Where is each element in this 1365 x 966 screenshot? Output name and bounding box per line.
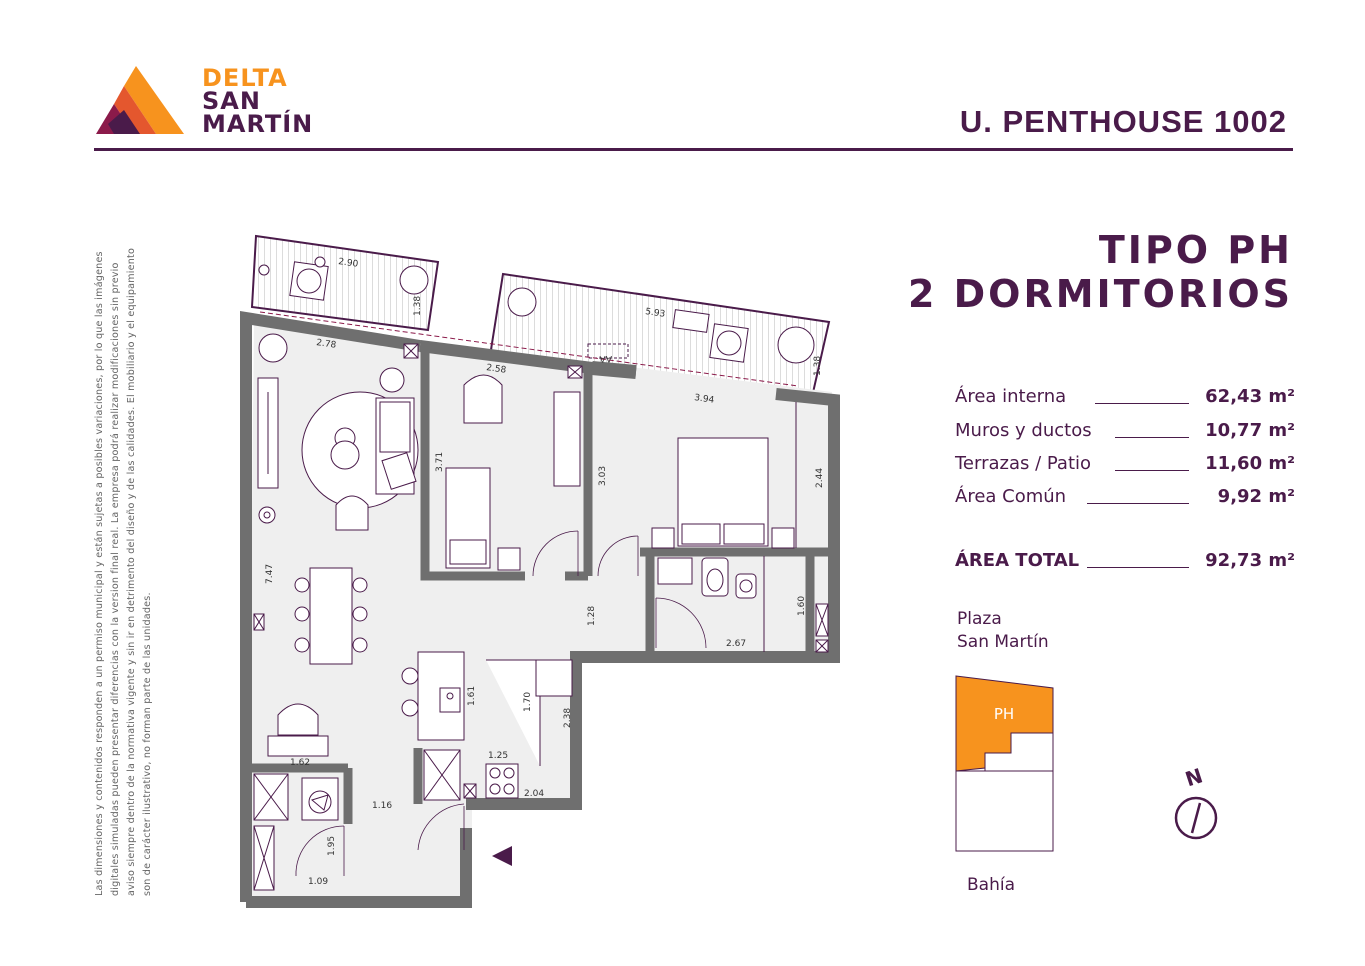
entry-arrow-icon <box>492 846 512 866</box>
dim-2-67: 2.67 <box>726 639 746 649</box>
brand-logo: DELTA SAN MARTÍN <box>94 64 324 139</box>
dim-5-93: 5.93 <box>645 307 666 320</box>
dim-1-61: 1.61 <box>467 686 477 706</box>
disclaimer-block: Las dimensiones y contenidos responden a… <box>92 236 162 896</box>
unit-title: U. PENTHOUSE 1002 <box>959 104 1287 139</box>
dim-7-47: 7.47 <box>265 564 275 584</box>
brand-line-martin: MARTÍN <box>202 110 314 138</box>
area-total-label: ÁREA TOTAL <box>955 550 1080 571</box>
dim-1-16: 1.16 <box>372 801 392 811</box>
brand-line-delta: DELTA <box>202 64 288 92</box>
dim-3-94: 3.94 <box>694 393 716 406</box>
header-divider <box>94 148 1293 151</box>
key-plan-unit-label: PH <box>994 705 1014 723</box>
dim-1-09: 1.09 <box>308 877 328 887</box>
dim-1-62: 1.62 <box>290 758 310 768</box>
area-label: Terrazas / Patio <box>955 453 1092 474</box>
dim-1-38-left: 1.38 <box>413 296 423 316</box>
plaza-line-1: Plaza <box>957 609 1002 629</box>
dim-2-78: 2.78 <box>316 338 338 351</box>
floor-plan: 2.90 1.38 5.93 1.38 2.78 2.58 3.94 2.44 … <box>240 234 840 908</box>
location-key-plan: PH <box>955 675 1054 852</box>
dim-1-28: 1.28 <box>587 606 597 626</box>
area-label: Muros y ductos <box>955 420 1092 441</box>
dim-1-38-right: 1.38 <box>813 356 823 376</box>
area-value: 9,92 m² <box>1217 486 1295 507</box>
dim-2-44: 2.44 <box>815 468 825 488</box>
brand-line-san: SAN <box>202 87 261 115</box>
area-label: Área interna <box>955 386 1067 407</box>
area-value: 62,43 m² <box>1205 386 1295 407</box>
north-label: N <box>1182 765 1205 791</box>
terrace-left <box>250 234 440 332</box>
disclaimer-text: Las dimensiones y contenidos responden a… <box>94 247 153 896</box>
dim-3-71: 3.71 <box>435 452 445 472</box>
dim-1-95: 1.95 <box>327 836 337 856</box>
dim-1-25: 1.25 <box>488 751 508 761</box>
area-row-comun: Área Común 9,92 m² <box>955 486 1295 512</box>
north-compass-icon: N <box>1174 765 1218 840</box>
dim-2-58: 2.58 <box>486 363 508 376</box>
area-value: 11,60 m² <box>1205 453 1295 474</box>
plaza-line-2: San Martín <box>957 632 1049 652</box>
section-mark: AA <box>599 353 612 363</box>
type-line-1: TIPO PH <box>1098 228 1293 272</box>
plaza-label: Plaza San Martín <box>957 608 1049 654</box>
area-row-terrazas: Terrazas / Patio 11,60 m² <box>955 453 1295 479</box>
area-label: Área Común <box>955 486 1067 507</box>
dim-2-90: 2.90 <box>338 257 360 270</box>
area-row-interna: Área interna 62,43 m² <box>955 386 1295 412</box>
dim-2-38: 2.38 <box>563 708 573 728</box>
area-row-total: ÁREA TOTAL 92,73 m² <box>955 550 1295 576</box>
type-line-2: 2 DORMITORIOS <box>907 272 1293 316</box>
bay-label: Bahía <box>967 875 1015 895</box>
area-value: 10,77 m² <box>1205 420 1295 441</box>
brand-logo-icon <box>96 66 184 134</box>
dim-1-70: 1.70 <box>523 692 533 712</box>
area-total-value: 92,73 m² <box>1205 550 1295 571</box>
dim-2-04: 2.04 <box>524 789 544 799</box>
dim-3-03: 3.03 <box>598 466 608 486</box>
dim-1-60: 1.60 <box>797 596 807 616</box>
area-row-muros: Muros y ductos 10,77 m² <box>955 420 1295 446</box>
